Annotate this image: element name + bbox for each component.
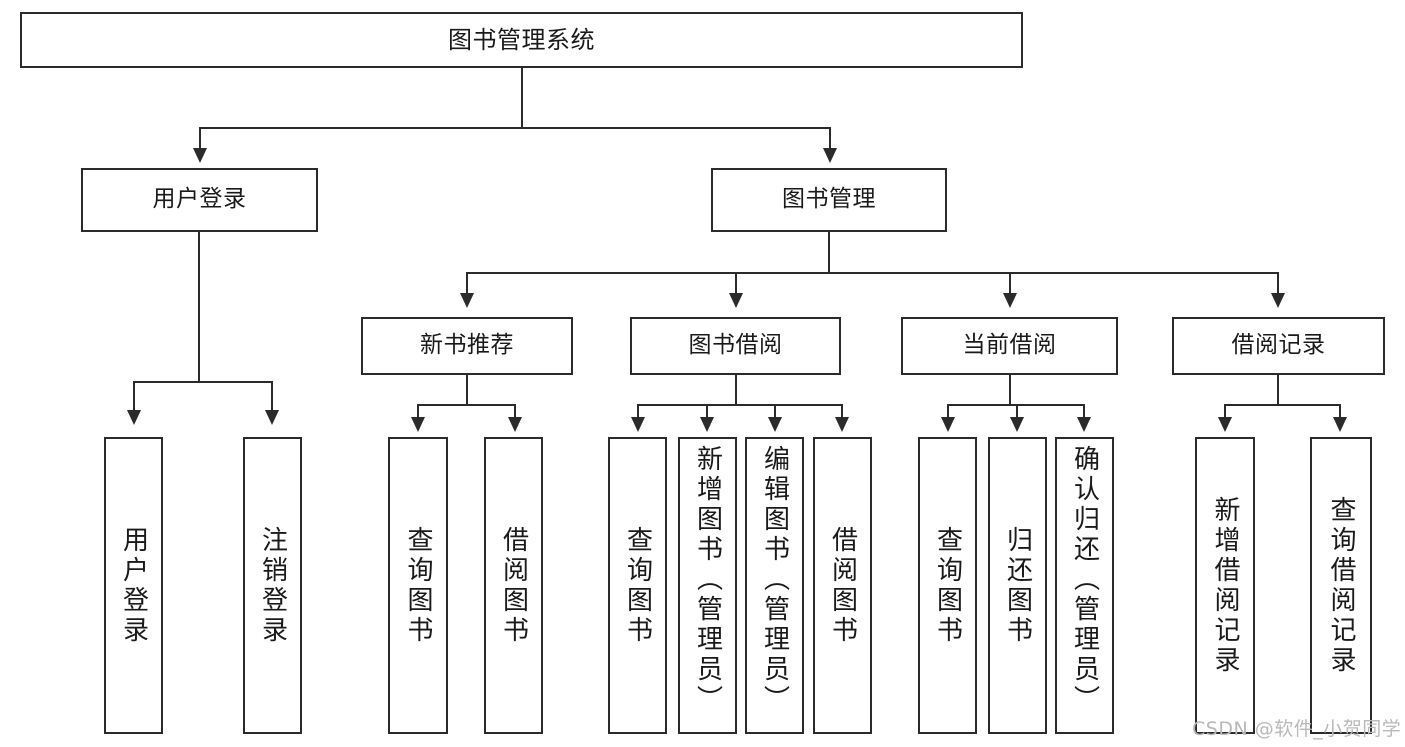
arrowhead-book-management: [823, 148, 837, 163]
leaf-new-book-query[interactable]: 查询图书: [388, 437, 448, 734]
connector-book-borrow-stem: [735, 375, 737, 405]
connector-user-login-stem: [198, 232, 200, 382]
arrowhead-borrow-record-leaf-1: [1218, 417, 1232, 432]
arrowhead-user-login: [193, 148, 207, 163]
arrowhead-borrow-record-leaf-2: [1333, 417, 1347, 432]
leaf-user-login-login[interactable]: 用户登录: [104, 437, 163, 734]
connector-level2-drop-left: [199, 127, 201, 149]
arrowhead-book-borrow-leaf-2: [700, 417, 714, 432]
connector-level3-drop-3: [1009, 272, 1011, 294]
connector-borrow-record-stem: [1277, 375, 1279, 405]
leaf-book-borrow-edit[interactable]: 编辑图书（管理员）: [745, 437, 804, 734]
connector-borrow-record-bus: [1224, 404, 1341, 406]
arrowhead-new-book-leaf-1: [411, 417, 425, 432]
node-label: 借阅记录: [1231, 332, 1326, 359]
connector-level3-drop-1: [466, 272, 468, 294]
connector-current-borrow-drop-3: [1083, 404, 1085, 418]
leaf-book-borrow-query[interactable]: 查询图书: [608, 437, 667, 734]
node-book-management[interactable]: 图书管理: [711, 168, 947, 232]
connector-level3-bus: [466, 272, 1278, 274]
arrowhead-new-book-recommend: [460, 293, 474, 308]
connector-current-borrow-drop-2: [1016, 404, 1018, 418]
node-label: 图书借阅: [688, 332, 783, 359]
connector-user-login-drop-2: [271, 381, 273, 411]
leaf-book-borrow-borrow[interactable]: 借阅图书: [813, 437, 872, 734]
node-label: 查询图书: [932, 525, 963, 646]
connector-book-borrow-drop-2: [706, 404, 708, 418]
node-label: 借阅图书: [498, 525, 529, 646]
connector-current-borrow-bus: [947, 404, 1084, 406]
node-current-borrow[interactable]: 当前借阅: [901, 317, 1118, 375]
node-label: 查询图书: [403, 525, 433, 646]
node-label: 借阅图书: [827, 525, 858, 646]
node-label: 确认归还（管理员）: [1069, 445, 1100, 715]
connector-new-book-stem: [466, 375, 468, 405]
connector-level3-drop-2: [735, 272, 737, 294]
connector-book-borrow-bus: [637, 404, 843, 406]
leaf-borrow-record-query[interactable]: 查询借阅记录: [1310, 437, 1372, 734]
node-label: 新增图书（管理员）: [692, 445, 723, 715]
connector-level2-bus: [199, 127, 831, 129]
connector-borrow-record-drop-1: [1224, 404, 1226, 418]
connector-book-borrow-drop-3: [774, 404, 776, 418]
connector-new-book-bus: [417, 404, 516, 406]
leaf-new-book-borrow[interactable]: 借阅图书: [484, 437, 543, 734]
node-label: 用户登录: [118, 525, 149, 646]
node-label: 图书管理: [782, 186, 876, 213]
connector-borrow-record-drop-2: [1339, 404, 1341, 418]
arrowhead-current-borrow-leaf-2: [1010, 417, 1024, 432]
connector-new-book-drop-2: [514, 404, 516, 418]
arrowhead-new-book-leaf-2: [508, 417, 522, 432]
arrowhead-user-login-leaf-2: [265, 410, 279, 425]
leaf-current-borrow-return[interactable]: 归还图书: [988, 437, 1047, 734]
connector-level3-drop-4: [1277, 272, 1279, 294]
connector-level2-drop-right: [829, 127, 831, 149]
node-label: 注销登录: [257, 525, 288, 646]
node-book-borrow[interactable]: 图书借阅: [630, 317, 841, 375]
leaf-borrow-record-add[interactable]: 新增借阅记录: [1195, 437, 1255, 734]
connector-current-borrow-drop-1: [947, 404, 949, 418]
arrowhead-current-borrow: [1003, 293, 1017, 308]
node-label: 新书推荐: [420, 332, 514, 359]
connector-new-book-drop-1: [417, 404, 419, 418]
arrowhead-current-borrow-leaf-3: [1077, 417, 1091, 432]
leaf-current-borrow-query[interactable]: 查询图书: [918, 437, 977, 734]
connector-book-borrow-drop-1: [637, 404, 639, 418]
node-label: 图书管理系统: [448, 25, 595, 54]
arrowhead-book-borrow-leaf-4: [835, 417, 849, 432]
node-label: 编辑图书（管理员）: [759, 445, 790, 715]
node-label: 用户登录: [152, 186, 247, 213]
connector-user-login-drop-1: [133, 381, 135, 411]
connector-book-management-stem: [828, 232, 830, 273]
node-user-login[interactable]: 用户登录: [81, 168, 318, 232]
arrowhead-current-borrow-leaf-1: [941, 417, 955, 432]
arrowhead-book-borrow-leaf-3: [768, 417, 782, 432]
node-new-book-recommend[interactable]: 新书推荐: [361, 317, 573, 375]
node-borrow-record[interactable]: 借阅记录: [1172, 317, 1385, 375]
connector-book-borrow-drop-4: [841, 404, 843, 418]
arrowhead-user-login-leaf-1: [127, 410, 141, 425]
node-label: 新增借阅记录: [1210, 495, 1240, 676]
watermark-csdn: CSDN @软件_小贺同学: [1192, 718, 1402, 740]
arrowhead-book-borrow: [729, 293, 743, 308]
arrowhead-book-borrow-leaf-1: [631, 417, 645, 432]
node-label: 当前借阅: [962, 332, 1057, 359]
connector-current-borrow-stem: [1009, 375, 1011, 405]
node-root-book-management-system[interactable]: 图书管理系统: [20, 12, 1023, 68]
arrowhead-borrow-record: [1271, 293, 1285, 308]
node-label: 查询图书: [622, 525, 653, 646]
connector-user-login-bus: [133, 381, 272, 383]
connector-root-stem: [521, 68, 523, 128]
leaf-current-borrow-confirm-return[interactable]: 确认归还（管理员）: [1055, 437, 1114, 734]
leaf-book-borrow-add[interactable]: 新增图书（管理员）: [678, 437, 737, 734]
leaf-user-login-logout[interactable]: 注销登录: [243, 437, 302, 734]
node-label: 查询借阅记录: [1326, 495, 1356, 676]
node-label: 归还图书: [1002, 525, 1033, 646]
